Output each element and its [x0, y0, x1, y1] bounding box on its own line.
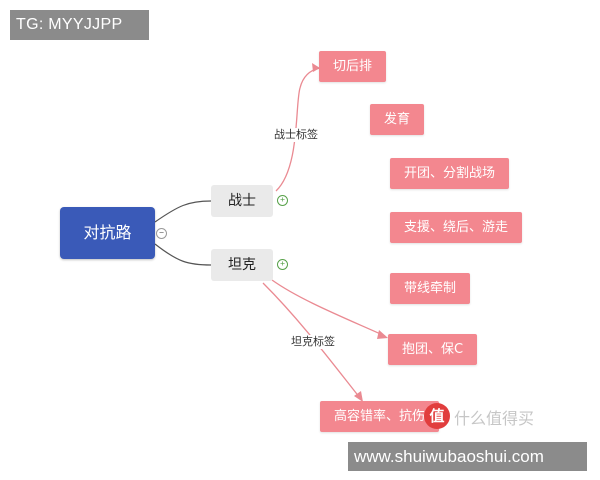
connector-tank-arrowhead-1 [377, 330, 388, 339]
branch-node-warrior[interactable]: 战士 [211, 185, 273, 217]
connector-warrior-tag [275, 67, 321, 192]
tag-node[interactable]: 支援、绕后、游走 [390, 212, 523, 243]
smzdm-logo-icon: 值 [424, 403, 450, 429]
tag-node[interactable]: 发育 [370, 104, 425, 135]
root-node[interactable]: 对抗路 [60, 207, 155, 259]
branch-node-tank[interactable]: 坦克 [211, 249, 273, 281]
edge-label-tank: 坦克标签 [289, 335, 337, 349]
tag-node[interactable]: 高容错率、抗伤 [320, 401, 440, 432]
expand-icon-tank[interactable]: + [277, 259, 288, 270]
connector-warrior-arrowhead [312, 63, 320, 72]
connector-tank-tag-1 [271, 279, 386, 337]
url-banner: www.shuiwubaoshui.com [348, 442, 587, 471]
connector-tank-arrowhead-2 [354, 391, 363, 402]
watermark-text: 什么值得买 [454, 409, 535, 428]
connector-root-warrior [154, 200, 212, 223]
tag-node[interactable]: 抱团、保C [388, 334, 478, 365]
tag-node[interactable]: 带线牵制 [390, 273, 471, 304]
connector-root-tank [154, 243, 212, 266]
tag-node[interactable]: 切后排 [319, 51, 387, 82]
edge-label-warrior: 战士标签 [272, 128, 320, 142]
tag-node[interactable]: 开团、分割战场 [390, 158, 510, 189]
collapse-icon[interactable]: − [156, 228, 167, 239]
expand-icon-warrior[interactable]: + [277, 195, 288, 206]
tg-banner: TG: MYYJJPP [10, 10, 149, 40]
